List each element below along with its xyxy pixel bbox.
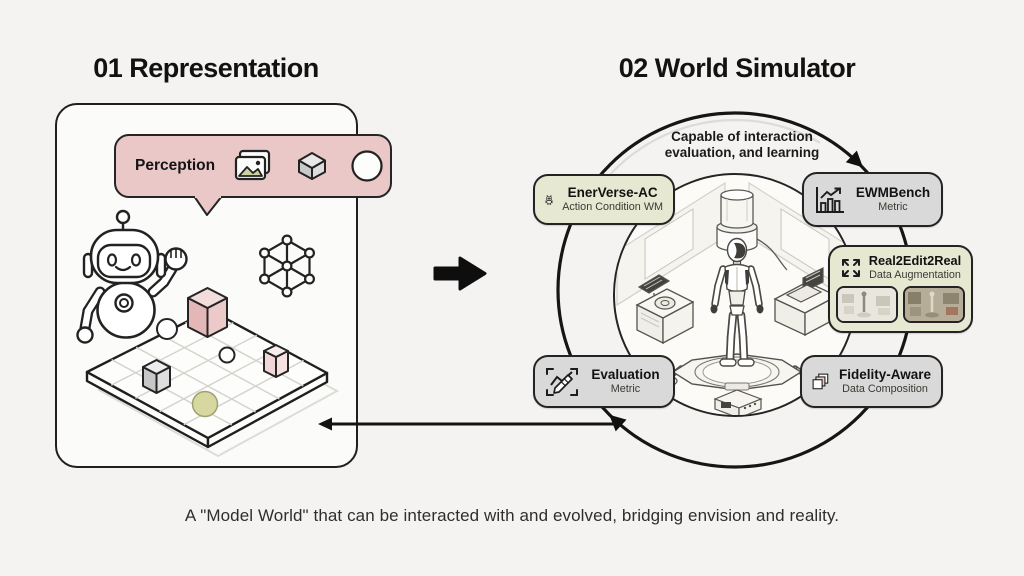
pink-cube [187,287,228,338]
image-gallery-icon [235,149,271,181]
octagon-platform [671,353,803,391]
badge-real2edit2real: Real2Edit2Real Data Augmentation [828,245,973,333]
chart-pencil-icon [546,367,578,396]
light-pink-cube [263,344,289,378]
badge-title: Evaluation [591,367,660,382]
figure-caption: A "Model World" that can be interacted w… [184,506,840,525]
perception-bubble: Perception [114,134,392,198]
gray-cube [142,359,171,394]
cycle-arrowhead-bottom [609,414,627,432]
badge-title: EnerVerse-AC [567,185,658,200]
badge-subtitle: Metric [878,201,908,213]
flow-right-arrow-icon [433,256,487,291]
network-graph-icon [258,234,315,298]
real-scene-thumbnail [836,286,898,323]
cable [756,238,788,271]
badge-title: Fidelity-Aware [838,367,931,382]
edited-scene-thumbnail [903,286,965,323]
feedback-left-arrow [318,417,615,431]
robot-icon [545,194,553,205]
olive-sphere [191,390,219,418]
robot-face [96,243,152,279]
isometric-grid-illustration [85,287,340,458]
circle-icon [351,150,383,182]
representation-title: 01 Representation [93,53,319,83]
cycle-arrowhead-top [845,150,863,168]
badge-subtitle: Action Condition WM [562,201,663,213]
perception-label: Perception [135,157,216,174]
world-simulator-title: 02 World Simulator [618,53,856,83]
white-sphere [156,318,178,340]
badge-subtitle: Metric [610,383,641,395]
badge-subtitle: Data Augmentation [869,269,961,281]
cube-3d-icon [298,152,327,180]
badge-title: Real2Edit2Real [868,253,962,268]
left-lab-equipment [635,274,695,345]
robot-mascot-illustration [76,209,188,344]
badge-title: EWMBench [855,185,931,200]
humanoid-robot [710,237,764,367]
badge-enerverse-ac: EnerVerse-AC Action Condition WM [533,174,675,225]
white-sphere-small [218,346,236,364]
stacked-frames-icon [812,373,829,389]
badge-subtitle: Data Composition [842,383,928,395]
cycle-caption-line2: evaluation, and learning [664,145,820,160]
bar-chart-trend-icon [816,186,844,213]
robot-antenna [115,209,131,225]
expand-arrows-icon [841,258,860,277]
control-console [713,389,763,415]
cycle-caption: Capable of interaction evaluation, and l… [642,129,842,161]
speech-bubble-tail [193,196,223,216]
badge-evaluation: Evaluation Metric [533,355,675,408]
badge-fidelity-aware: Fidelity-Aware Data Composition [800,355,943,408]
badge-ewmbench: EWMBench Metric [802,172,943,227]
glass-cylinder-machine [716,189,758,252]
cycle-caption-line1: Capable of interaction [671,129,813,144]
